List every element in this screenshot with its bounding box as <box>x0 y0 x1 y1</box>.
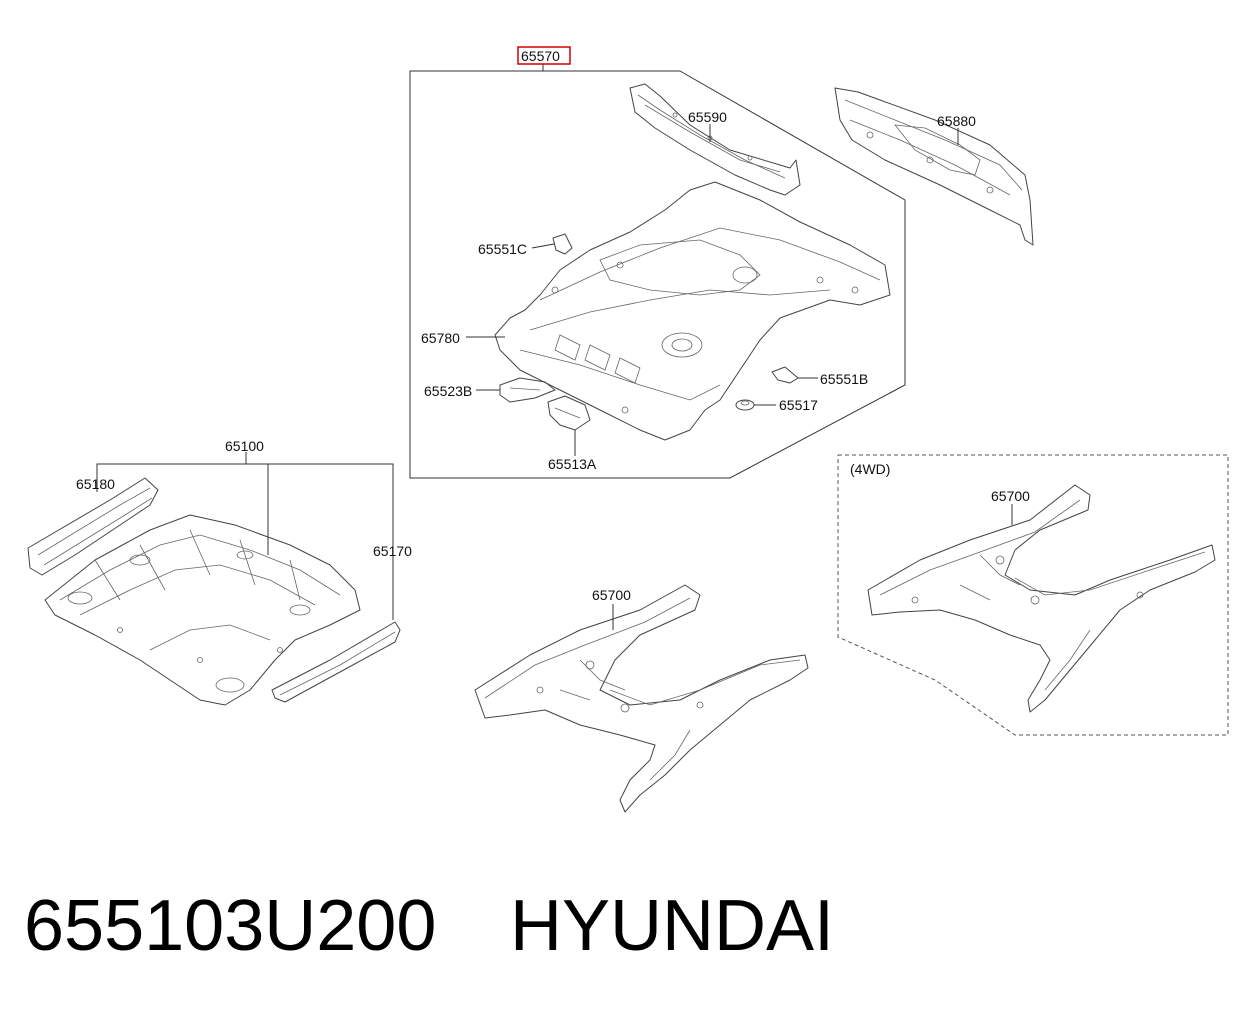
part-65590-rear-crossmember <box>629 83 801 196</box>
part-number-caption: 655103U200 <box>24 886 437 966</box>
label-65551C[interactable]: 65551C <box>478 241 527 257</box>
label-65570: 65570 <box>521 48 560 64</box>
label-65523B[interactable]: 65523B <box>424 383 472 399</box>
label-65700-2wd[interactable]: 65700 <box>592 587 631 603</box>
label-65700-4wd[interactable]: 65700 <box>991 488 1030 504</box>
part-65780-rear-floor <box>494 181 891 441</box>
bracket-lines-65100 <box>96 452 394 620</box>
highlight-box <box>517 46 571 65</box>
label-65517[interactable]: 65517 <box>779 397 818 413</box>
label-65180[interactable]: 65180 <box>76 476 115 492</box>
label-65551B[interactable]: 65551B <box>820 371 868 387</box>
part-65513A-bracket <box>547 395 591 431</box>
part-65700-rear-member <box>474 584 809 813</box>
part-65551C-bracket <box>552 233 573 255</box>
part-65700-rear-member-4wd <box>867 484 1216 713</box>
part-65180-side-member <box>27 477 159 576</box>
label-65880[interactable]: 65880 <box>937 113 976 129</box>
part-label-65570[interactable]: 65570 <box>517 46 571 65</box>
part-65170-side-sill <box>271 621 401 703</box>
part-65100-front-floor <box>44 514 361 706</box>
variant-frame-4wd <box>837 454 1229 736</box>
label-4wd[interactable]: (4WD) <box>850 461 890 477</box>
part-65880-rear-panel <box>834 87 1034 246</box>
assembly-frame-65570 <box>409 64 906 479</box>
part-65551B-bracket <box>771 366 799 384</box>
part-65517-plug <box>735 399 755 411</box>
label-65513A[interactable]: 65513A <box>548 456 597 472</box>
label-65590[interactable]: 65590 <box>688 109 727 125</box>
label-65170[interactable]: 65170 <box>373 543 412 559</box>
label-65100[interactable]: 65100 <box>225 438 264 454</box>
label-65780[interactable]: 65780 <box>421 330 460 346</box>
brand-caption: HYUNDAI <box>510 886 835 966</box>
part-65523B-bracket <box>499 377 556 403</box>
